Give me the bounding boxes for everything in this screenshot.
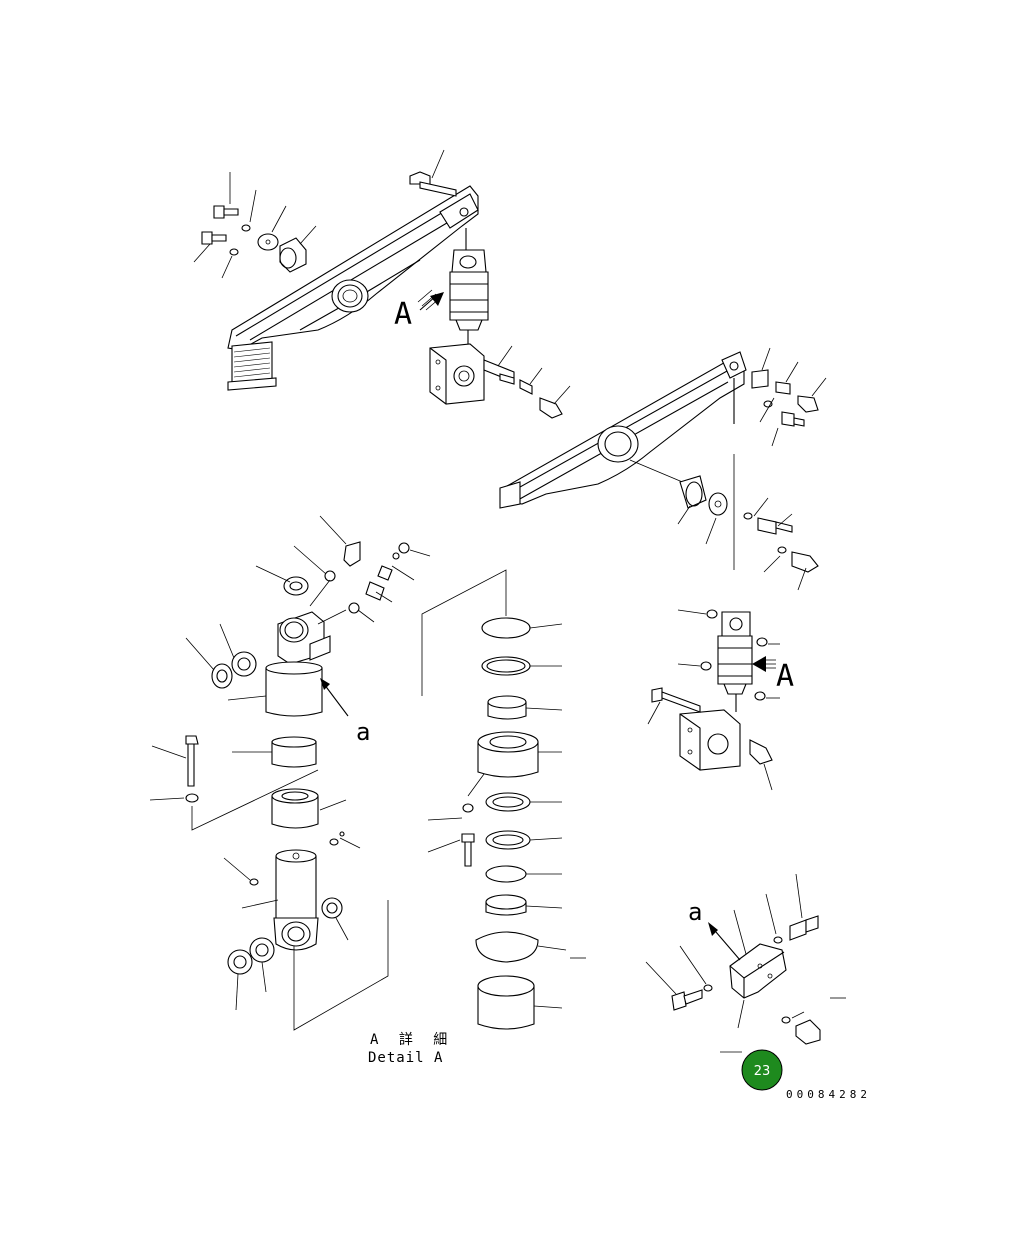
detail-a-middle-parts bbox=[149, 735, 347, 831]
upper-suspension-cylinder bbox=[417, 228, 489, 348]
right-equalizer-bar bbox=[499, 351, 747, 509]
lower-right-bracket bbox=[645, 873, 846, 1053]
detail-a-lower-cylinder bbox=[223, 831, 389, 1031]
drawing-part-number: 00084282 bbox=[786, 1088, 871, 1101]
view-label-a-upper: A bbox=[394, 297, 412, 332]
right-suspension-cylinder bbox=[677, 609, 780, 712]
upper-left-leaders bbox=[193, 172, 317, 279]
upper-left-bolts bbox=[201, 205, 307, 273]
page-badge-number: 23 bbox=[754, 1064, 771, 1079]
right-bar-hardware bbox=[629, 347, 827, 591]
page-badge: 23 bbox=[741, 1049, 783, 1091]
top-pin bbox=[409, 149, 457, 197]
detail-a-seal-stack bbox=[421, 569, 586, 1030]
detail-caption-en: Detail A bbox=[368, 1050, 443, 1066]
detail-caption-jp: A 詳 細 bbox=[370, 1032, 453, 1048]
detail-marker-a-left: a bbox=[356, 718, 370, 746]
detail-a-upper-cylinder bbox=[185, 515, 431, 717]
upper-mount-plate bbox=[429, 343, 515, 405]
upper-equalizer-bar bbox=[227, 185, 479, 391]
detail-marker-a-right: a bbox=[688, 898, 702, 926]
view-label-a-right: A bbox=[776, 659, 794, 694]
upper-mount-bolts bbox=[497, 345, 571, 419]
right-mount-plate bbox=[647, 687, 773, 791]
